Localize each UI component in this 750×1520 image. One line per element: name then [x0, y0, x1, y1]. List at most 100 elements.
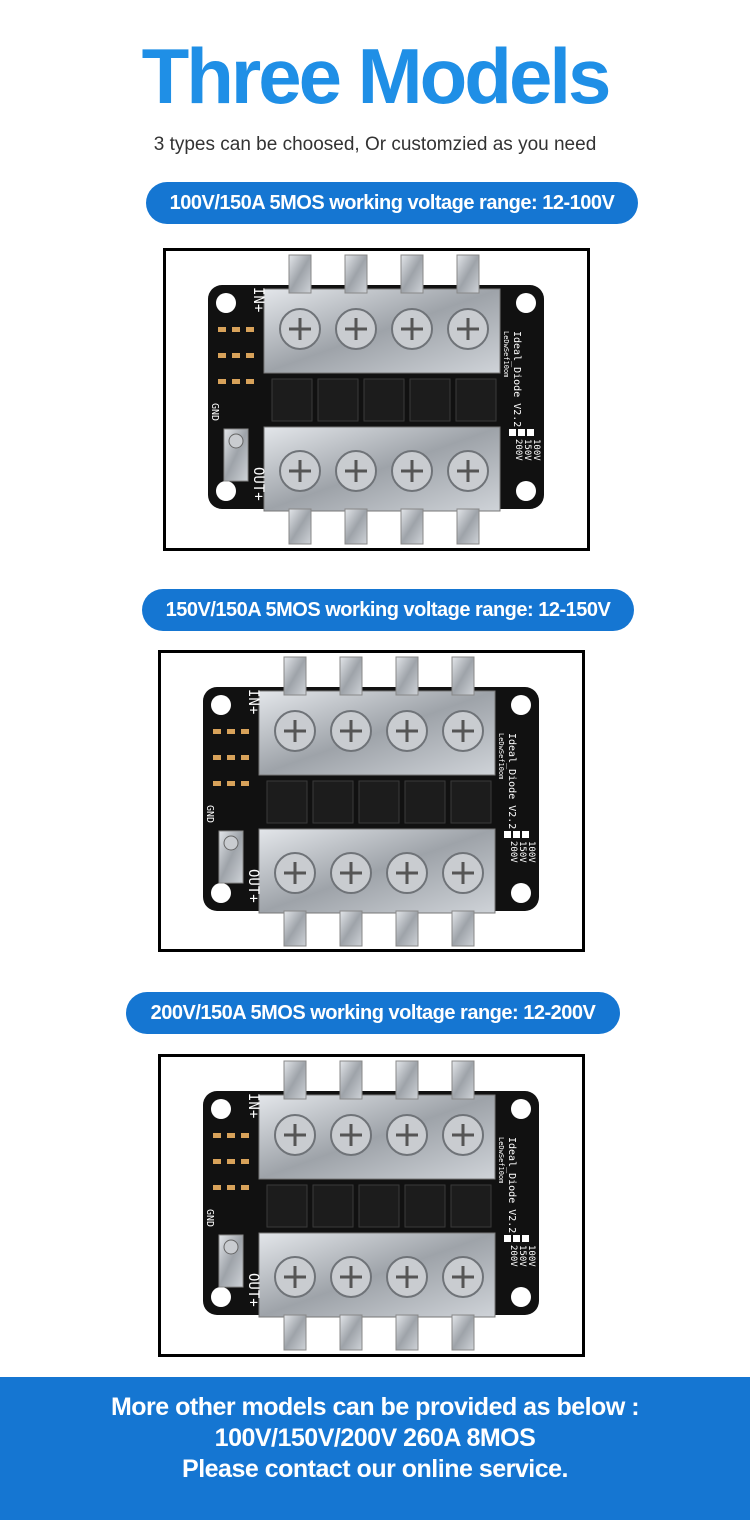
smd-component [246, 353, 254, 358]
smd-component [246, 379, 254, 384]
smd-component [232, 327, 240, 332]
footer-line-2: 100V/150V/200V 260A 8MOS [214, 1424, 536, 1452]
smd-component [241, 1185, 249, 1190]
voltage-checkbox [518, 429, 525, 436]
smd-component [213, 729, 221, 734]
mounting-hole [211, 883, 231, 903]
cable-lug-top [451, 656, 475, 696]
smd-component [246, 327, 254, 332]
serial-label: 92640591146 [195, 1257, 202, 1297]
smd-component [213, 1159, 221, 1164]
mosfet [266, 780, 308, 824]
cable-lug-bottom [344, 508, 368, 545]
mosfet [312, 1184, 354, 1228]
cable-lug-bottom [339, 910, 363, 947]
smd-component [213, 1133, 221, 1138]
serial-label: 92640591146 [195, 853, 202, 893]
cable-lug-bottom [288, 508, 312, 545]
mosfet [271, 378, 313, 422]
mosfet [312, 780, 354, 824]
smd-component [241, 729, 249, 734]
smd-component [227, 1133, 235, 1138]
footer-line-1: More other models can be provided as bel… [110, 1393, 640, 1421]
mosfet [450, 780, 492, 824]
mosfet [266, 1184, 308, 1228]
cable-lug-bottom [451, 1314, 475, 1351]
page-title: Three Models [141, 32, 612, 120]
smd-component [241, 781, 249, 786]
model-label-100v: 100V/150A 5MOS working voltage range: 12… [146, 182, 638, 224]
voltage-option-label: 200V [508, 841, 518, 863]
mosfet [450, 1184, 492, 1228]
voltage-option-label: 200V [508, 1245, 518, 1267]
voltage-option-label: 100V [526, 841, 536, 863]
voltage-option-label: 150V [517, 1245, 527, 1267]
cable-lug-bottom [456, 508, 480, 545]
footer-banner: More other models can be provided as bel… [0, 1377, 750, 1520]
footer-line-3: Please contact our online service. [182, 1455, 568, 1483]
mounting-hole [511, 1099, 531, 1119]
cable-lug-top [288, 254, 312, 294]
in-label: IN+ [245, 689, 261, 714]
gnd-screw [223, 835, 239, 851]
smd-component [213, 1185, 221, 1190]
gnd-label: GND [204, 1209, 215, 1227]
cable-lug-bottom [451, 910, 475, 947]
smd-component [218, 379, 226, 384]
smd-component [241, 1159, 249, 1164]
mosfet [358, 1184, 400, 1228]
cable-lug-top [344, 254, 368, 294]
voltage-option-label: 200V [513, 439, 523, 461]
cable-lug-bottom [283, 1314, 307, 1351]
model-label-150v: 150V/150A 5MOS working voltage range: 12… [142, 589, 634, 631]
cable-lug-top [283, 1060, 307, 1100]
voltage-checkbox [522, 1235, 529, 1242]
mounting-hole [511, 883, 531, 903]
voltage-checkbox [504, 1235, 511, 1242]
cable-lug-bottom [339, 1314, 363, 1351]
cable-lug-top [395, 656, 419, 696]
voltage-checkbox [513, 831, 520, 838]
mounting-hole [516, 481, 536, 501]
product-label: Ideal_Diode V2.2 [506, 1137, 517, 1233]
smd-component [227, 781, 235, 786]
smd-component [241, 1133, 249, 1138]
cable-lug-bottom [395, 910, 419, 947]
brand-label: LeDwSef10om [497, 1137, 505, 1183]
mounting-hole [211, 695, 231, 715]
in-label: IN+ [250, 287, 266, 312]
smd-component [218, 353, 226, 358]
voltage-checkbox [527, 429, 534, 436]
cable-lug-top [456, 254, 480, 294]
voltage-option-label: 150V [517, 841, 527, 863]
brand-label: LeDwSef10om [497, 733, 505, 779]
out-label: OUT+ [245, 869, 261, 903]
cable-lug-top [400, 254, 424, 294]
voltage-option-label: 100V [531, 439, 541, 461]
voltage-checkbox [504, 831, 511, 838]
page-subtitle: 3 types can be choosed, Or customzied as… [153, 134, 597, 155]
smd-component [213, 781, 221, 786]
voltage-option-label: 100V [526, 1245, 536, 1267]
voltage-checkbox [509, 429, 516, 436]
mounting-hole [511, 695, 531, 715]
smd-component [227, 729, 235, 734]
in-label: IN+ [245, 1093, 261, 1118]
voltage-checkbox [513, 1235, 520, 1242]
mounting-hole [216, 293, 236, 313]
cable-lug-top [283, 656, 307, 696]
mounting-hole [511, 1287, 531, 1307]
mosfet [409, 378, 451, 422]
cable-lug-bottom [400, 508, 424, 545]
smd-component [227, 1185, 235, 1190]
mounting-hole [211, 1099, 231, 1119]
smd-component [227, 1159, 235, 1164]
mosfet [363, 378, 405, 422]
mounting-hole [211, 1287, 231, 1307]
product-label: Ideal_Diode V2.2 [506, 733, 517, 829]
